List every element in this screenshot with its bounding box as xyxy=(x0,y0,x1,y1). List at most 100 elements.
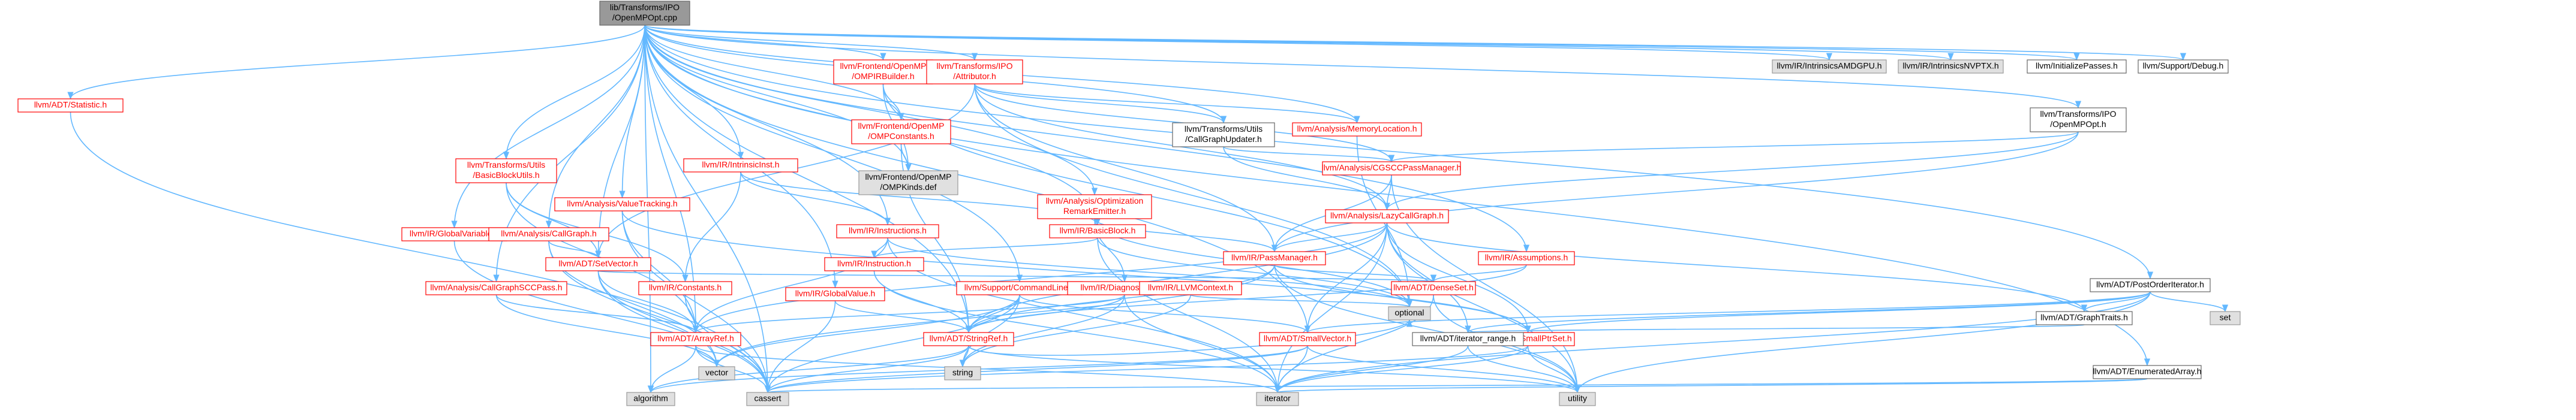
edge-root-to-optremark xyxy=(644,25,1098,196)
node-box xyxy=(2030,107,2127,132)
node-initpasses[interactable]: llvm/InitializePasses.h xyxy=(2027,59,2127,74)
edge-openmpopth-to-cgsccpm xyxy=(1388,131,2079,163)
edge-root-to-enumarray xyxy=(644,25,2151,367)
node-box xyxy=(2090,278,2211,292)
node-postorder[interactable]: llvm/ADT/PostOrderIterator.h xyxy=(2090,278,2211,292)
node-statistic[interactable]: llvm/ADT/Statistic.h xyxy=(17,98,124,113)
node-openmpopth[interactable]: llvm/Transforms/IPO/OpenMPOpt.h xyxy=(2030,107,2127,132)
edge-callgraphscc-to-arrayref xyxy=(495,294,699,334)
node-instructions[interactable]: llvm/IR/Instructions.h xyxy=(836,224,939,238)
node-label: llvm/Transforms/IPO xyxy=(2040,109,2116,119)
node-densemap[interactable]: llvm/ADT/DenseSet.h xyxy=(1391,281,1476,295)
node-lazycg[interactable]: llvm/Analysis/LazyCallGraph.h xyxy=(1325,209,1449,223)
edge-instruction-to-stringref xyxy=(873,270,972,334)
node-box xyxy=(1049,224,1146,238)
node-box xyxy=(833,59,933,84)
node-box xyxy=(2210,311,2241,325)
node-cgupdater[interactable]: llvm/Transforms/Utils/CallGraphUpdater.h xyxy=(1172,122,1275,147)
node-attributor[interactable]: llvm/Transforms/IPO/Attributor.h xyxy=(926,59,1023,84)
node-label: llvm/Frontend/OpenMP xyxy=(858,121,945,131)
node-label: llvm/ADT/PostOrderIterator.h xyxy=(2096,280,2204,289)
edge-attributor-to-memloc xyxy=(974,83,1360,124)
node-cgsccpm[interactable]: llvm/Analysis/CGSCCPassManager.h xyxy=(1322,161,1462,176)
node-passmanager[interactable]: llvm/IR/PassManager.h xyxy=(1223,251,1326,265)
node-optional: optional xyxy=(1388,306,1431,321)
node-label: llvm/Analysis/MemoryLocation.h xyxy=(1297,124,1417,134)
edge-root-to-intrinsicsamdgpu xyxy=(644,25,1832,61)
node-box xyxy=(626,392,675,406)
edge-stringref-to-cassert xyxy=(764,345,969,394)
node-basicblock[interactable]: llvm/IR/BasicBlock.h xyxy=(1049,224,1146,238)
node-box xyxy=(638,281,732,295)
node-valuetracking[interactable]: llvm/Analysis/ValueTracking.h xyxy=(554,197,690,211)
edge-graphtraits-to-iterrange xyxy=(1466,324,2085,334)
node-llvmcontext[interactable]: llvm/IR/LLVMContext.h xyxy=(1139,281,1242,295)
node-callgraph[interactable]: llvm/Analysis/CallGraph.h xyxy=(488,227,609,241)
edge-globalvariable-to-cassert xyxy=(453,240,771,394)
edge-llvmcontext-to-optional xyxy=(1190,294,1412,308)
node-box xyxy=(1322,161,1461,176)
node-iterrange[interactable]: llvm/ADT/iterator_range.h xyxy=(1412,332,1524,346)
edge-root-to-initpasses xyxy=(644,25,2079,61)
node-box xyxy=(785,287,885,301)
node-smallvector[interactable]: llvm/ADT/SmallVector.h xyxy=(1259,332,1356,346)
node-commandline[interactable]: llvm/Support/CommandLine.h xyxy=(956,281,1083,295)
node-ompconstants[interactable]: llvm/Frontend/OpenMP/OMPConstants.h xyxy=(851,119,951,144)
node-label: algorithm xyxy=(633,394,668,403)
node-instruction[interactable]: llvm/IR/Instruction.h xyxy=(824,257,924,271)
node-arrayref[interactable]: llvm/ADT/ArrayRef.h xyxy=(650,332,741,346)
node-label: /Attributor.h xyxy=(953,71,996,81)
edge-root-to-callgraph xyxy=(545,25,645,229)
node-label: /OMPConstants.h xyxy=(868,131,934,141)
node-label: /OMPIRBuilder.h xyxy=(852,71,914,81)
node-label: llvm/Support/CommandLine.h xyxy=(964,283,1075,292)
edge-lazycg-to-utility xyxy=(1386,222,1581,394)
node-box xyxy=(2027,59,2127,74)
node-label: llvm/IR/IntrinsicsNVPTX.h xyxy=(1902,61,1998,71)
edge-statistic-to-cassert xyxy=(70,111,771,394)
edge-postorder-to-graphtraits xyxy=(2081,291,2151,313)
edge-smallvector-to-utility xyxy=(1307,345,1580,394)
node-label: llvm/ADT/SmallVector.h xyxy=(1264,334,1351,343)
node-globalvariable[interactable]: llvm/IR/GlobalVariable.h xyxy=(401,227,507,241)
edge-enumarray-to-cassert xyxy=(766,378,2148,394)
node-debug[interactable]: llvm/Support/Debug.h xyxy=(2138,59,2229,74)
edge-root-to-assumptions xyxy=(644,25,1530,253)
node-callgraphscc[interactable]: llvm/Analysis/CallGraphSCCPass.h xyxy=(425,281,567,295)
edge-root-to-valuetracking xyxy=(619,25,645,199)
node-memloc[interactable]: llvm/Analysis/MemoryLocation.h xyxy=(1292,122,1422,137)
node-box xyxy=(1256,392,1299,406)
node-stringref[interactable]: llvm/ADT/StringRef.h xyxy=(923,332,1014,346)
node-graphtraits[interactable]: llvm/ADT/GraphTraits.h xyxy=(2036,311,2133,325)
node-label: /OMPKinds.def xyxy=(880,182,936,192)
edge-setvector-to-densemap xyxy=(597,270,1436,283)
node-assumptions[interactable]: llvm/IR/Assumptions.h xyxy=(1478,251,1575,265)
edge-root-to-globalvalue xyxy=(644,25,838,289)
edge-valuetracking-to-smallptrset xyxy=(621,210,1531,334)
node-intrinsicinst[interactable]: llvm/IR/IntrinsicInst.h xyxy=(683,158,798,173)
node-ompirbuilder[interactable]: llvm/Frontend/OpenMP/OMPIRBuilder.h xyxy=(833,59,933,84)
node-enumarray[interactable]: llvm/ADT/EnumeratedArray.h xyxy=(2093,365,2202,379)
edge-passmanager-to-densemap xyxy=(1274,264,1436,283)
node-intrinsicsamdgpu: llvm/IR/IntrinsicsAMDGPU.h xyxy=(1772,59,1887,74)
edge-openmpopth-to-lazycg xyxy=(1384,131,2079,211)
edge-valuetracking-to-cassert xyxy=(621,210,771,394)
edge-setvector-to-arrayref xyxy=(597,270,699,334)
edge-root-to-intrinsicsnvptx xyxy=(644,25,1953,61)
node-constants[interactable]: llvm/IR/Constants.h xyxy=(638,281,732,295)
node-setvector[interactable]: llvm/ADT/SetVector.h xyxy=(545,257,651,271)
node-box xyxy=(698,366,735,380)
edge-postorder-to-set xyxy=(2150,291,2229,313)
edge-setvector-to-cassert xyxy=(597,270,771,394)
edge-lazycg-to-arrayref xyxy=(693,222,1388,334)
node-label: llvm/IR/IntrinsicsAMDGPU.h xyxy=(1777,61,1881,71)
node-label: llvm/ADT/ArrayRef.h xyxy=(657,334,734,343)
node-basicblockutils[interactable]: llvm/Transforms/Utils/BasicBlockUtils.h xyxy=(455,158,557,183)
node-algorithm: algorithm xyxy=(626,392,675,406)
node-label: iterator xyxy=(1264,394,1291,403)
node-globalvalue[interactable]: llvm/IR/GlobalValue.h xyxy=(785,287,885,301)
node-optremark[interactable]: llvm/Analysis/OptimizationRemarkEmitter.… xyxy=(1037,194,1152,219)
node-box xyxy=(2036,311,2133,325)
edge-postorder-to-utility xyxy=(1574,291,2151,394)
edge-root-to-stringref xyxy=(644,25,972,334)
